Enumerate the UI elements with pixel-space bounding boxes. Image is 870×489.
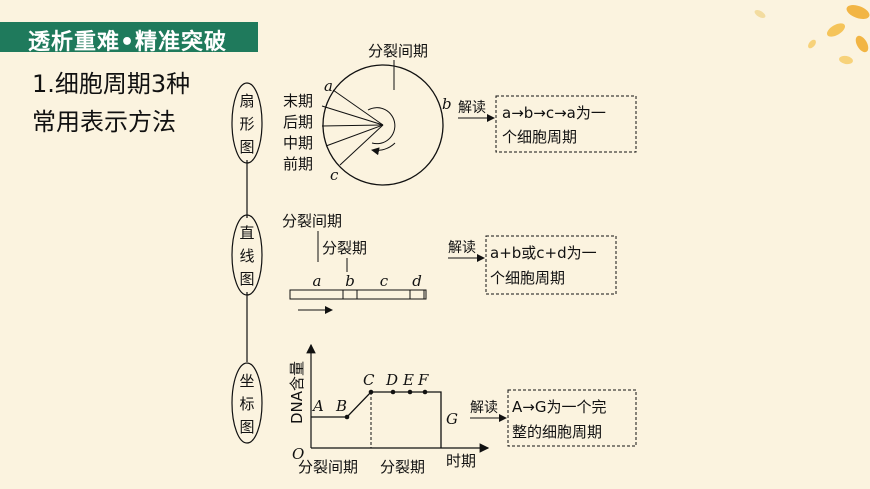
phase-prophase: 前期: [283, 155, 313, 173]
line-diagram: 分裂间期 分裂期 a b c d: [282, 212, 427, 314]
svg-text:图: 图: [239, 418, 254, 436]
point-D: D: [385, 371, 398, 389]
line-point-d: d: [412, 272, 422, 290]
pie-point-a: a: [324, 77, 333, 95]
svg-text:形: 形: [239, 115, 254, 133]
pie-chart: 分裂间期 末期 后期 中期 前期 a b c: [283, 42, 452, 186]
line-point-b: b: [345, 272, 355, 290]
x-axis-label: 时期: [446, 452, 476, 470]
pie-point-b: b: [442, 95, 452, 113]
svg-text:解读: 解读: [470, 399, 498, 416]
y-axis-label: DNA含量: [288, 361, 306, 424]
section-title-line1: 1.细胞周期3种: [32, 70, 191, 98]
line-point-a: a: [313, 272, 322, 290]
x-mitosis-label: 分裂期: [380, 458, 425, 476]
svg-text:扇: 扇: [239, 92, 254, 110]
interpretation-pie: 解读 a→b→c→a为一 个细胞周期: [458, 95, 637, 153]
svg-text:个细胞周期: 个细胞周期: [490, 269, 565, 287]
svg-text:A→G为一个完: A→G为一个完: [512, 398, 606, 416]
point-E: E: [402, 371, 414, 389]
method-line: 直 线 图: [231, 214, 263, 296]
method-pie: 扇 形 图: [231, 82, 263, 164]
method-coordinate: 坐 标 图: [231, 362, 263, 444]
phase-telophase: 末期: [283, 92, 313, 110]
svg-text:图: 图: [239, 270, 254, 288]
line-point-c: c: [380, 272, 389, 290]
svg-text:解读: 解读: [448, 239, 476, 256]
svg-text:线: 线: [239, 247, 254, 265]
point-F: F: [417, 371, 429, 389]
flower-decoration: [754, 5, 870, 65]
line-interphase-label: 分裂间期: [282, 212, 342, 230]
title-bar: [0, 22, 258, 52]
point-B: B: [335, 397, 347, 415]
svg-text:坐: 坐: [239, 372, 254, 390]
origin-label: O: [292, 445, 304, 463]
phase-anaphase: 后期: [283, 113, 313, 131]
section-title-line2: 常用表示方法: [32, 108, 176, 136]
interpretation-line: 解读 a+b或c+d为一 个细胞周期: [448, 235, 617, 295]
point-G: G: [446, 410, 458, 428]
line-mitosis-label: 分裂期: [322, 239, 367, 257]
svg-text:直: 直: [239, 224, 254, 242]
interpretation-coordinate: 解读 A→G为一个完 整的细胞周期: [470, 389, 637, 447]
svg-text:标: 标: [239, 395, 254, 413]
x-interphase-label: 分裂间期: [298, 458, 358, 476]
svg-text:a+b或c+d为一: a+b或c+d为一: [490, 244, 597, 262]
phase-metaphase: 中期: [283, 134, 313, 152]
svg-text:整的细胞周期: 整的细胞周期: [512, 423, 602, 441]
svg-text:个细胞周期: 个细胞周期: [502, 128, 577, 146]
page-title: 透析重难•精准突破: [28, 30, 228, 55]
svg-text:解读: 解读: [458, 99, 486, 116]
point-A: A: [311, 397, 324, 415]
svg-text:图: 图: [239, 138, 254, 156]
svg-text:a→b→c→a为一: a→b→c→a为一: [502, 104, 606, 122]
point-C: C: [363, 371, 375, 389]
coordinate-diagram: DNA含量 O A B C D E F G 分裂间期 分裂期 时期: [288, 343, 490, 476]
pie-interphase-label: 分裂间期: [368, 42, 428, 60]
pie-point-c: c: [330, 166, 339, 184]
